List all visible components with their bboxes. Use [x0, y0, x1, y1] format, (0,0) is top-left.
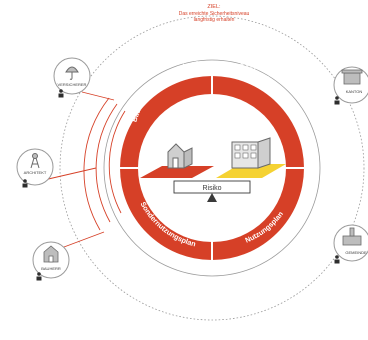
apartment-windows	[234, 144, 257, 159]
umbrella-handle	[69, 72, 73, 80]
center-balance-illustration: Risiko	[140, 137, 286, 202]
apartment-building-icon	[231, 137, 271, 169]
small-house-door	[172, 157, 179, 169]
connector-lines	[43, 91, 126, 248]
goal-caption: ZIEL: Das erreichte Sicherheitsniveau la…	[154, 4, 274, 24]
person-icon	[334, 96, 340, 105]
window	[234, 152, 241, 159]
connector-line-bauherr	[63, 231, 105, 248]
actor-label-architekt: ARCHITEKT	[24, 170, 47, 175]
town-hall-body	[342, 235, 362, 246]
actor-versicherer: VERSICHERER	[53, 57, 91, 98]
actor-label-gemeinde: GEMEINDE	[345, 250, 367, 255]
person-head	[59, 89, 63, 93]
actor-gemeinde: GEMEINDE	[333, 224, 368, 264]
small-house-body	[167, 143, 185, 169]
connector-arc-1	[108, 110, 126, 214]
person-icon	[334, 255, 340, 264]
process-ring	[118, 74, 306, 262]
inner-gray-ring	[103, 59, 321, 277]
right-yellow-parcel	[216, 164, 286, 178]
goal-line-2: langfristig erhalten	[193, 17, 235, 23]
apartment-side	[257, 137, 271, 169]
umbrella-icon	[65, 66, 79, 80]
person-icon	[58, 89, 64, 98]
building-roof	[341, 69, 363, 74]
actor-architekt: ARCHITEKT	[16, 148, 54, 188]
goal-title: ZIEL:	[207, 4, 221, 10]
window	[242, 144, 249, 151]
process-ring-hole	[138, 94, 286, 242]
balance-fulcrum	[207, 193, 217, 202]
town-hall-icon	[342, 227, 362, 246]
balance-label: Risiko	[202, 185, 221, 192]
person-body	[58, 93, 64, 98]
actor-label-bauherr: BAUHERR	[41, 266, 61, 271]
umbrella-canopy	[65, 66, 79, 73]
window	[250, 152, 257, 159]
government-building-icon	[341, 69, 363, 85]
connector-arc-2	[95, 103, 118, 223]
person-body	[334, 259, 340, 264]
person-icon	[22, 179, 28, 188]
person-body	[22, 183, 28, 188]
building-body	[343, 72, 361, 85]
tool-leg-left	[30, 157, 35, 169]
left-red-parcel	[140, 166, 214, 178]
house-door	[48, 255, 54, 263]
window	[250, 144, 257, 151]
connector-line-versicherer	[81, 91, 115, 101]
actor-kanton: KANTON	[333, 66, 368, 105]
tool-leg-right	[35, 157, 40, 169]
architect-tool-icon	[30, 153, 40, 169]
person-icon	[36, 272, 42, 281]
person-head	[335, 255, 339, 259]
person-head	[335, 96, 339, 100]
actor-label-kanton: KANTON	[346, 89, 363, 94]
actor-bauherr: BAUHERR	[32, 241, 70, 281]
person-body	[36, 276, 42, 281]
window	[242, 152, 249, 159]
house-icon	[43, 245, 59, 263]
town-hall-tower	[349, 227, 355, 237]
small-house-icon	[167, 143, 193, 169]
actor-label-versicherer: VERSICHERER	[58, 82, 87, 87]
house-shape	[43, 245, 59, 263]
tool-hinge	[32, 153, 38, 159]
person-head	[37, 272, 41, 276]
actor-circle	[16, 148, 54, 186]
window	[234, 144, 241, 151]
outer-orbit	[59, 15, 365, 321]
small-house-side	[183, 147, 193, 169]
goal-line-1: Das erreichte Sicherheitsniveau	[178, 10, 250, 17]
connector-arc-3	[83, 97, 110, 231]
connector-line-architekt	[43, 167, 97, 181]
person-head	[23, 179, 27, 183]
person-body	[334, 100, 340, 105]
